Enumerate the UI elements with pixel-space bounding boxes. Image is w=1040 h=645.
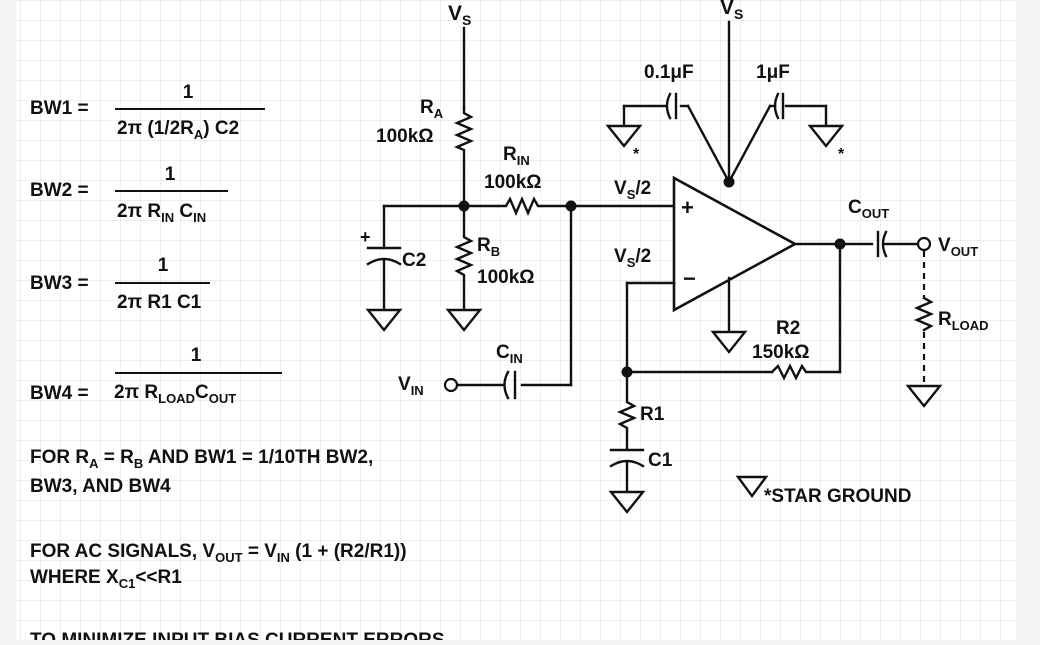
cin-label: CIN (496, 342, 523, 366)
formula-bw2: BW2 = 1 2π RIN CIN (30, 164, 228, 225)
formula-bw3: BW3 = 1 2π R1 C1 (30, 255, 210, 313)
output-network: COUT VOUT RLOAD (793, 197, 989, 408)
resistor-r1 (616, 370, 638, 450)
star-left: * (633, 146, 640, 163)
vout-label: VOUT (938, 235, 978, 259)
vs-left-label: VS (448, 2, 471, 28)
cout-label: COUT (848, 197, 889, 221)
op-amp-section: + − VS/2 VS/2 VS * 0.1μF * 1μF (605, 0, 845, 354)
ra-value: 100kΩ (376, 126, 434, 147)
resistor-rin-zigzag (497, 195, 543, 217)
cap-1uf-label: 1μF (756, 62, 790, 83)
resistor-rload (913, 296, 935, 332)
r2-value: 150kΩ (752, 342, 810, 363)
resistor-rb (453, 204, 475, 310)
op-amp-minus: − (683, 266, 696, 291)
decoupling-wire-left (686, 104, 731, 184)
output-junction-dot (834, 238, 846, 250)
rin-label: RIN (503, 144, 530, 168)
star-ground-legend: *STAR GROUND (735, 475, 911, 507)
star-ground-legend-icon (735, 475, 769, 499)
note-ac-gain-line2: WHERE XC1<<R1 (30, 567, 182, 591)
vin-label: VIN (398, 374, 424, 398)
note-ratio-line1: FOR RA = RB AND BW1 = 1/10TH BW2, (30, 447, 373, 471)
vin-terminal-icon (443, 377, 459, 393)
star-ground-left-icon (605, 124, 643, 148)
star-ground-right-icon (807, 124, 845, 148)
ra-label: RA (420, 97, 444, 121)
bw1-lhs: BW1 = (30, 98, 89, 119)
decoupling-wire-right (727, 104, 772, 184)
bw3-denominator: 2π R1 C1 (117, 292, 202, 313)
junction-dot (458, 200, 470, 212)
note-ratio-line2: BW3, AND BW4 (30, 476, 171, 497)
vs-right-label: VS (720, 0, 743, 22)
resistor-r2 (770, 363, 842, 381)
rload-label: RLOAD (938, 309, 989, 333)
capacitor-cin-plate-left (503, 370, 510, 400)
bw4-denominator: 2π RLOADCOUT (114, 382, 236, 406)
vout-terminal-icon (916, 236, 932, 252)
input-network: RIN 100kΩ CIN VIN (398, 144, 577, 400)
ground-c1-icon (608, 490, 646, 514)
ground-rb-icon (445, 308, 483, 332)
bw2-numerator: 1 (165, 164, 176, 185)
ground-rload-icon (905, 384, 943, 408)
note-ac-gain-line1: FOR AC SIGNALS, VOUT = VIN (1 + (R2/R1)) (30, 541, 407, 565)
bw2-denominator: 2π RIN CIN (117, 201, 206, 225)
capacitor-1uf-plate-left (773, 92, 780, 120)
divider-network: VS RA 100kΩ RB 100kΩ + C2 (360, 2, 698, 332)
note-bias-current: TO MINIMIZE INPUT BIAS CURRENT ERRORS (30, 630, 445, 640)
c2-plus: + (360, 227, 371, 247)
bw1-denominator: 2π (1/2RA) C2 (117, 118, 239, 142)
rb-value: 100kΩ (477, 267, 535, 288)
vs2-plus-label: VS/2 (614, 178, 651, 202)
op-amp-plus: + (681, 195, 694, 220)
c2-label: C2 (402, 250, 426, 271)
formula-bw1: BW1 = 1 2π (1/2RA) C2 (30, 82, 265, 142)
bw1-numerator: 1 (183, 82, 194, 103)
ground-c2-icon (365, 308, 403, 332)
star-right: * (838, 146, 845, 163)
r2-label: R2 (776, 318, 800, 339)
formula-bw4: BW4 = 1 2π RLOADCOUT (30, 345, 282, 406)
feedback-network: R2 150kΩ R1 C1 (608, 242, 842, 514)
rin-value: 100kΩ (484, 172, 542, 193)
star-ground-legend-text: *STAR GROUND (764, 486, 911, 507)
resistor-ra (453, 106, 475, 208)
op-amp-triangle (672, 175, 798, 313)
r1-label: R1 (640, 404, 665, 425)
vs2-minus-label: VS/2 (614, 246, 651, 270)
cap-01uf-label: 0.1μF (644, 62, 694, 83)
page-grid (16, 0, 1016, 640)
bw3-numerator: 1 (158, 255, 169, 276)
bw4-numerator: 1 (191, 345, 202, 366)
rb-label: RB (477, 235, 500, 259)
bw4-lhs: BW4 = (30, 383, 89, 404)
bw3-lhs: BW3 = (30, 273, 89, 294)
c1-label: C1 (648, 450, 673, 471)
bw2-lhs: BW2 = (30, 180, 89, 201)
op-amp-ground-icon (710, 330, 748, 354)
